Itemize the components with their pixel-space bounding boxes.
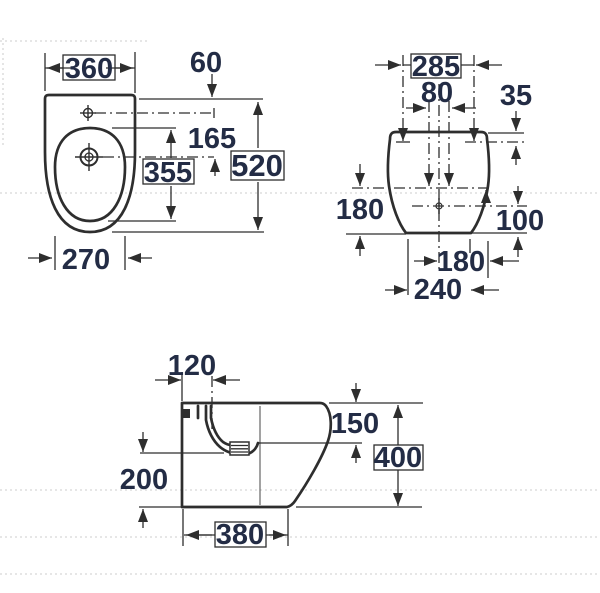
dim-front-tap-centers: 80 (421, 77, 453, 109)
front-drain-hole-icon (435, 198, 443, 214)
dim-side-base-depth: 380 (216, 519, 264, 551)
side-dimension-arrows (138, 375, 424, 548)
plan-dimension-arrows (28, 54, 285, 263)
dim-front-base-width: 240 (414, 274, 462, 306)
plan-view: 360 60 520 165 355 270 (28, 47, 285, 276)
dim-plan-bowl-width: 270 (62, 244, 110, 276)
front-extension-lines (346, 132, 527, 295)
side-fixing-hole-section (181, 409, 190, 418)
dim-side-spout-height: 200 (120, 464, 168, 496)
front-centerlines (352, 55, 527, 270)
front-dimension-arrows (355, 53, 523, 295)
front-view: 285 80 35 180 100 180 240 (336, 51, 544, 306)
front-body-outline (386, 130, 491, 235)
dim-plan-fixing-offset: 60 (190, 47, 222, 79)
dim-plan-top-width: 360 (65, 53, 113, 85)
dim-side-tap-from-back: 120 (168, 350, 216, 382)
side-spout-detail (229, 441, 250, 456)
dim-side-rim-to-bowl: 150 (331, 408, 379, 440)
dim-front-top-to-fixing: 35 (500, 80, 532, 112)
dim-side-total-height: 400 (374, 442, 422, 474)
dim-plan-tap-offset: 165 (188, 123, 236, 155)
dim-plan-bowl-length: 355 (144, 157, 192, 189)
dim-plan-total-length: 520 (231, 148, 283, 183)
side-extension-lines (139, 372, 423, 546)
scan-noise-bands (0, 38, 600, 575)
plan-extension-lines (44, 52, 264, 270)
plan-fixing-hole-icon (80, 105, 96, 121)
plan-bowl-rim (53, 126, 127, 223)
side-view: 120 150 400 200 380 (120, 350, 424, 551)
dim-front-drain-to-base: 100 (496, 205, 544, 237)
plan-body-outline (43, 93, 137, 234)
dim-front-center-to-side: 180 (437, 246, 485, 278)
plan-tap-hole-icon (75, 143, 103, 171)
dim-front-fixing-to-base: 180 (336, 194, 384, 226)
side-body-outline (180, 401, 333, 509)
dim-front-fixing-centers: 285 (412, 51, 460, 83)
